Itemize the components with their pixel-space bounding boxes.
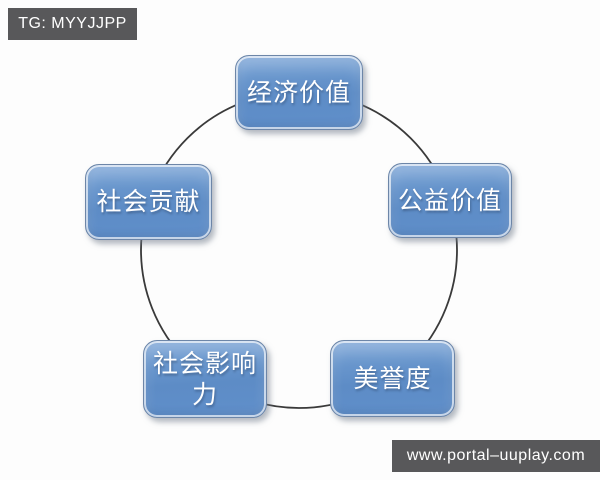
- node-reputation: 美誉度: [330, 340, 455, 417]
- watermark-url-text: www.portal–uuplay.com: [406, 447, 586, 464]
- node-public-welfare-value-label: 公益价值: [397, 185, 502, 215]
- watermark-url-badge: www.portal–uuplay.com: [392, 440, 600, 472]
- node-social-influence: 社会影响力: [143, 340, 267, 418]
- node-social-contribution: 社会贡献: [85, 164, 212, 240]
- node-public-welfare-value: 公益价值: [388, 163, 512, 238]
- node-reputation-label: 美誉度: [353, 363, 432, 393]
- watermark-tag-text: TG: MYYJJPP: [18, 15, 127, 32]
- watermark-tag-badge: TG: MYYJJPP: [8, 8, 137, 40]
- node-social-influence-label: 社会影响力: [152, 348, 257, 409]
- node-economic-value: 经济价值: [235, 55, 363, 130]
- node-economic-value-label: 经济价值: [246, 77, 351, 107]
- node-social-contribution-label: 社会贡献: [96, 187, 201, 217]
